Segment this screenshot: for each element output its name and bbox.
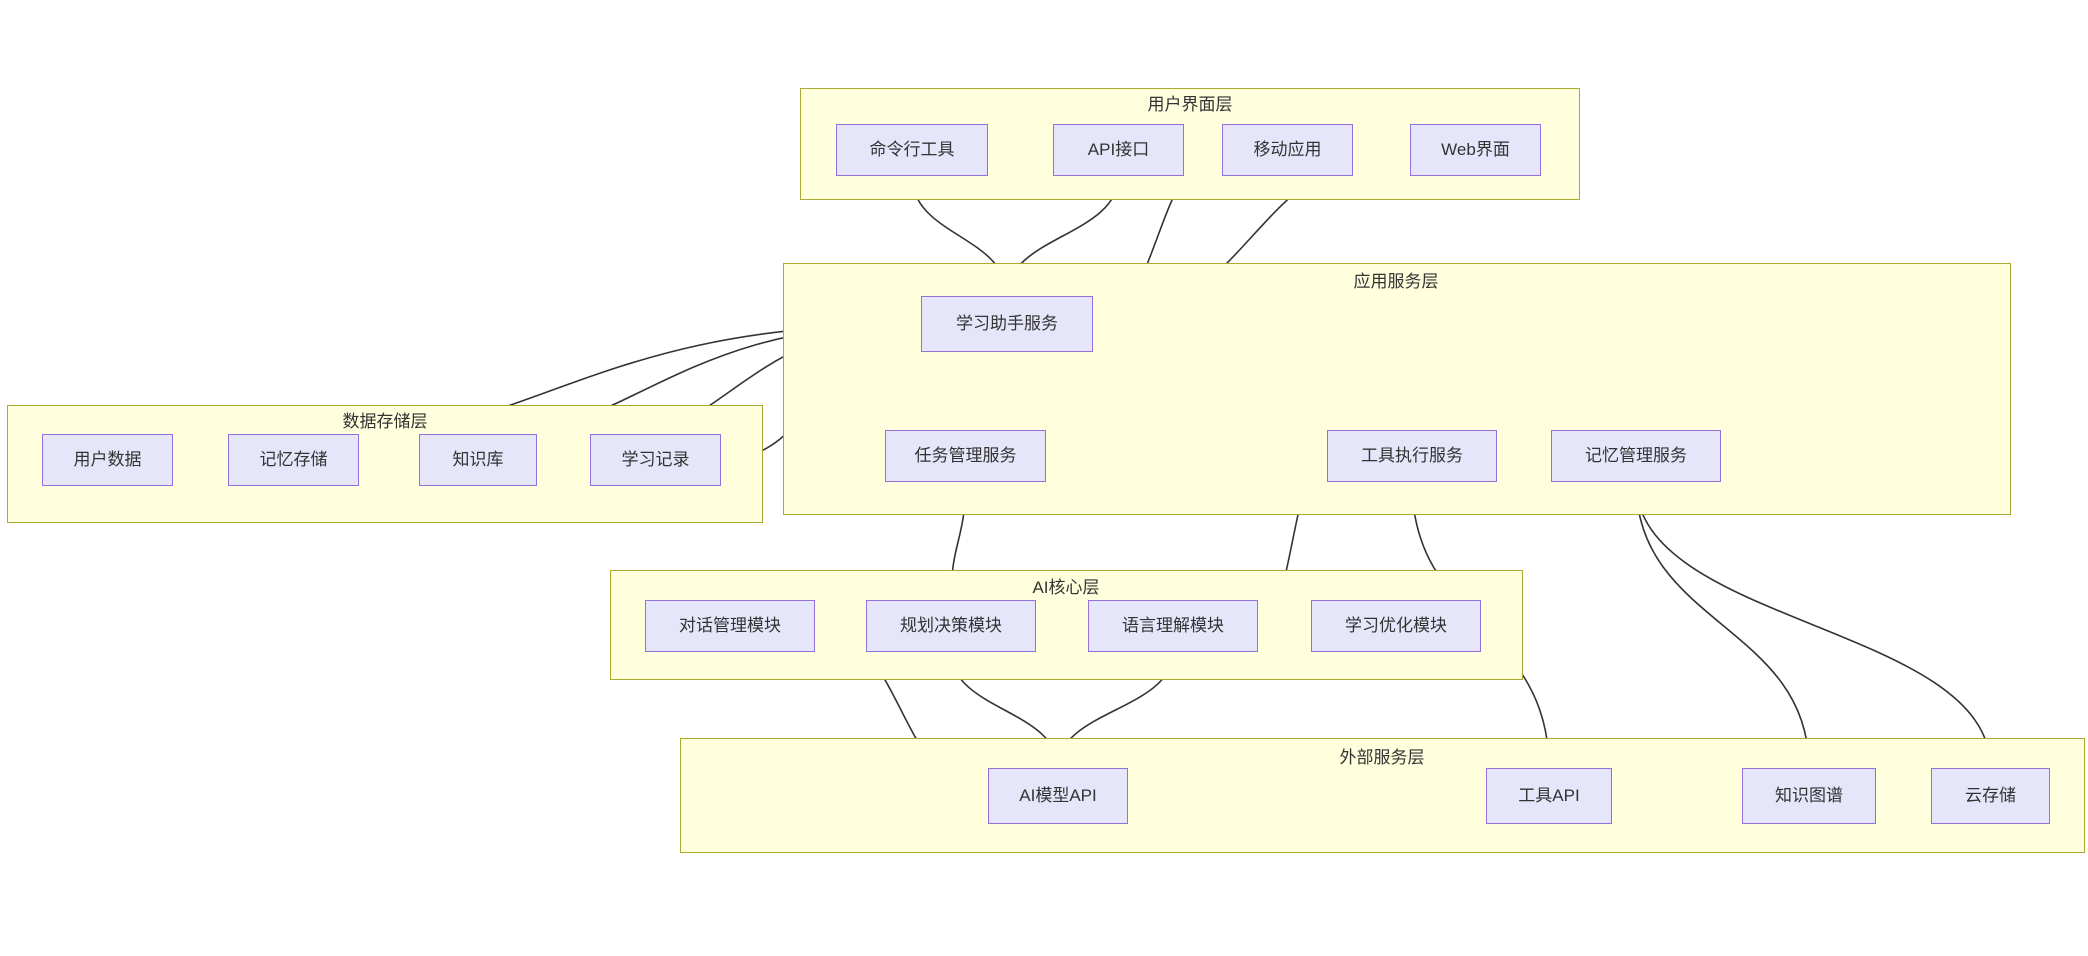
node-mobile[interactable]: 移动应用 (1222, 124, 1353, 176)
node-toolapi[interactable]: 工具API (1486, 768, 1612, 824)
node-plan[interactable]: 规划决策模块 (866, 600, 1036, 652)
node-cli[interactable]: 命令行工具 (836, 124, 988, 176)
edge-memory-to-cloud (1635, 481, 1991, 768)
node-kgraph[interactable]: 知识图谱 (1742, 768, 1876, 824)
node-aimodel[interactable]: AI模型API (988, 768, 1128, 824)
node-cloud[interactable]: 云存储 (1931, 768, 2050, 824)
node-task[interactable]: 任务管理服务 (885, 430, 1046, 482)
node-dialog[interactable]: 对话管理模块 (645, 600, 815, 652)
node-kb[interactable]: 知识库 (419, 434, 537, 486)
node-web[interactable]: Web界面 (1410, 124, 1541, 176)
node-opt[interactable]: 学习优化模块 (1311, 600, 1481, 652)
node-record[interactable]: 学习记录 (590, 434, 721, 486)
node-nlu[interactable]: 语言理解模块 (1088, 600, 1258, 652)
node-memory[interactable]: 记忆管理服务 (1551, 430, 1721, 482)
node-api[interactable]: API接口 (1053, 124, 1184, 176)
edge-memory-to-kgraph (1635, 481, 1809, 768)
node-memstore[interactable]: 记忆存储 (228, 434, 359, 486)
node-assistant[interactable]: 学习助手服务 (921, 296, 1093, 352)
node-userdata[interactable]: 用户数据 (42, 434, 173, 486)
node-tool[interactable]: 工具执行服务 (1327, 430, 1497, 482)
